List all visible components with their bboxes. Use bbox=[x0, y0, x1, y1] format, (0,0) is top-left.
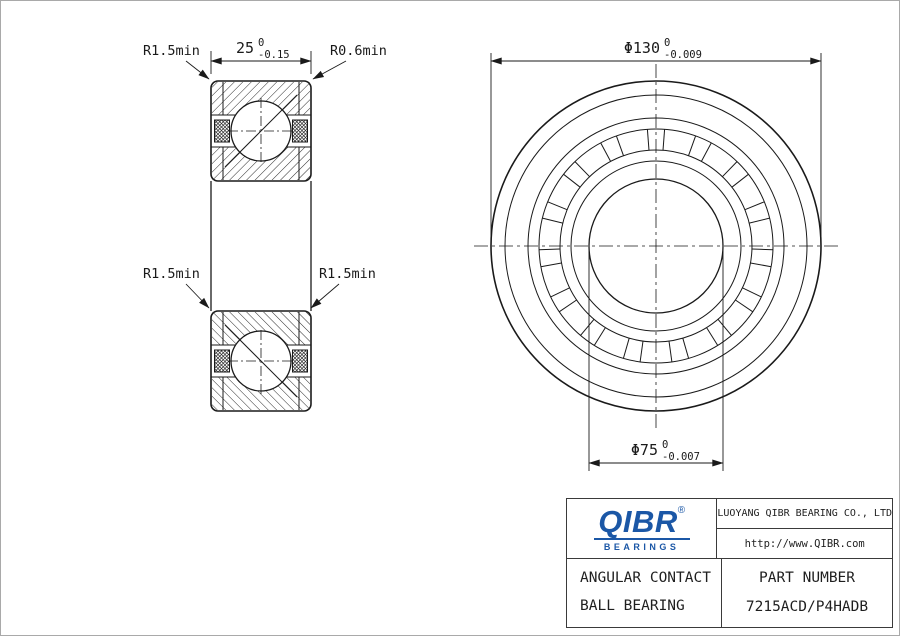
company-cell: LUOYANG QIBR BEARING CO., LTD http://www… bbox=[717, 499, 892, 558]
part-cell: PART NUMBER 7215ACD/P4HADB bbox=[722, 559, 892, 627]
logo-text: QIBR bbox=[598, 503, 678, 539]
registered-mark-icon: ® bbox=[677, 504, 686, 516]
section-view bbox=[210, 80, 312, 412]
product-line-1: ANGULAR CONTACT bbox=[580, 570, 711, 587]
leader-mid-right bbox=[310, 283, 340, 309]
logo-cell: QIBR® BEARINGS bbox=[567, 499, 718, 558]
leader-top-right bbox=[312, 60, 347, 80]
outer-diameter-circle bbox=[490, 80, 822, 412]
part-number-value: 7215ACD/P4HADB bbox=[745, 599, 869, 615]
section-bottom bbox=[210, 310, 312, 412]
product-line-2: BALL BEARING bbox=[580, 598, 685, 614]
part-number-label: PART NUMBER bbox=[758, 570, 856, 586]
cage-pockets bbox=[539, 129, 773, 362]
label-radius-top-left: R1.5min bbox=[143, 43, 200, 59]
dim-bore-value: Φ75 bbox=[631, 441, 658, 459]
title-block-top-row: QIBR® BEARINGS LUOYANG QIBR BEARING CO.,… bbox=[567, 499, 892, 559]
title-block-bottom-row: ANGULAR CONTACT BALL BEARING PART NUMBER… bbox=[567, 559, 892, 627]
dim-od-tol-upper: 0 bbox=[664, 37, 670, 49]
dim-od-tol-lower: -0.009 bbox=[664, 49, 702, 61]
title-block: QIBR® BEARINGS LUOYANG QIBR BEARING CO.,… bbox=[566, 498, 893, 628]
company-website: http://www.QIBR.com bbox=[744, 537, 865, 550]
label-radius-mid-left: R1.5min bbox=[143, 266, 200, 282]
logo-subtitle: BEARINGS bbox=[593, 537, 690, 552]
dim-width-value: 25 bbox=[236, 39, 254, 57]
leader-top-left bbox=[185, 60, 210, 80]
front-view bbox=[474, 64, 838, 428]
label-radius-mid-right: R1.5min bbox=[319, 266, 376, 282]
center-lines bbox=[474, 64, 838, 428]
dim-bore-tol-upper: 0 bbox=[662, 439, 668, 451]
qibr-logo: QIBR® bbox=[598, 503, 686, 539]
bore-circle bbox=[588, 178, 724, 314]
leader-mid-left bbox=[185, 283, 210, 309]
dim-bore-tol-lower: -0.007 bbox=[662, 451, 700, 463]
dim-width-tol-upper: 0 bbox=[258, 37, 264, 49]
dim-od-value: Φ130 bbox=[624, 39, 660, 57]
ball-centerlines bbox=[228, 98, 294, 164]
dimension-lines bbox=[185, 51, 822, 471]
dim-width-tol-lower: -0.15 bbox=[258, 49, 290, 61]
dimension-labels: 25 0 -0.15 R1.5min R0.6min R1.5min R1.5m… bbox=[143, 37, 702, 463]
cage-section-left bbox=[214, 119, 230, 143]
product-cell: ANGULAR CONTACT BALL BEARING bbox=[567, 559, 722, 627]
section-top bbox=[210, 80, 312, 182]
label-radius-top-right: R0.6min bbox=[330, 43, 387, 59]
cage-section-right bbox=[292, 119, 308, 143]
company-name: LUOYANG QIBR BEARING CO., LTD bbox=[717, 499, 892, 529]
